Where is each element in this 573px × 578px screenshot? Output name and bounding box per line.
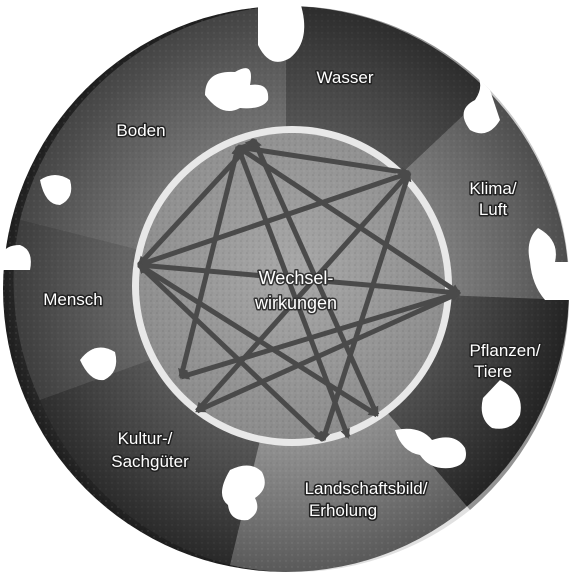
segment-label-landschaftsbild-1: Landschaftsbild/ [305, 479, 428, 498]
segment-label-kultur-2: Sachgüter [111, 452, 189, 471]
segment-label-wasser: Wasser [317, 68, 374, 87]
segment-label-klima-luft-1: Klima/ [469, 179, 517, 198]
segment-label-kultur-1: Kultur-/ [118, 429, 173, 448]
center-label-line1: Wechsel- [259, 268, 334, 288]
segment-label-klima-luft-2: Luft [479, 200, 508, 219]
segment-label-landschaftsbild-2: Erholung [309, 501, 377, 520]
segment-label-boden: Boden [116, 121, 165, 140]
segment-label-mensch: Mensch [43, 290, 103, 309]
segment-label-pflanzen-tiere-2: Tiere [474, 362, 512, 381]
segment-label-pflanzen-tiere-1: Pflanzen/ [470, 341, 541, 360]
center-label-line2: wirkungen [254, 293, 337, 313]
